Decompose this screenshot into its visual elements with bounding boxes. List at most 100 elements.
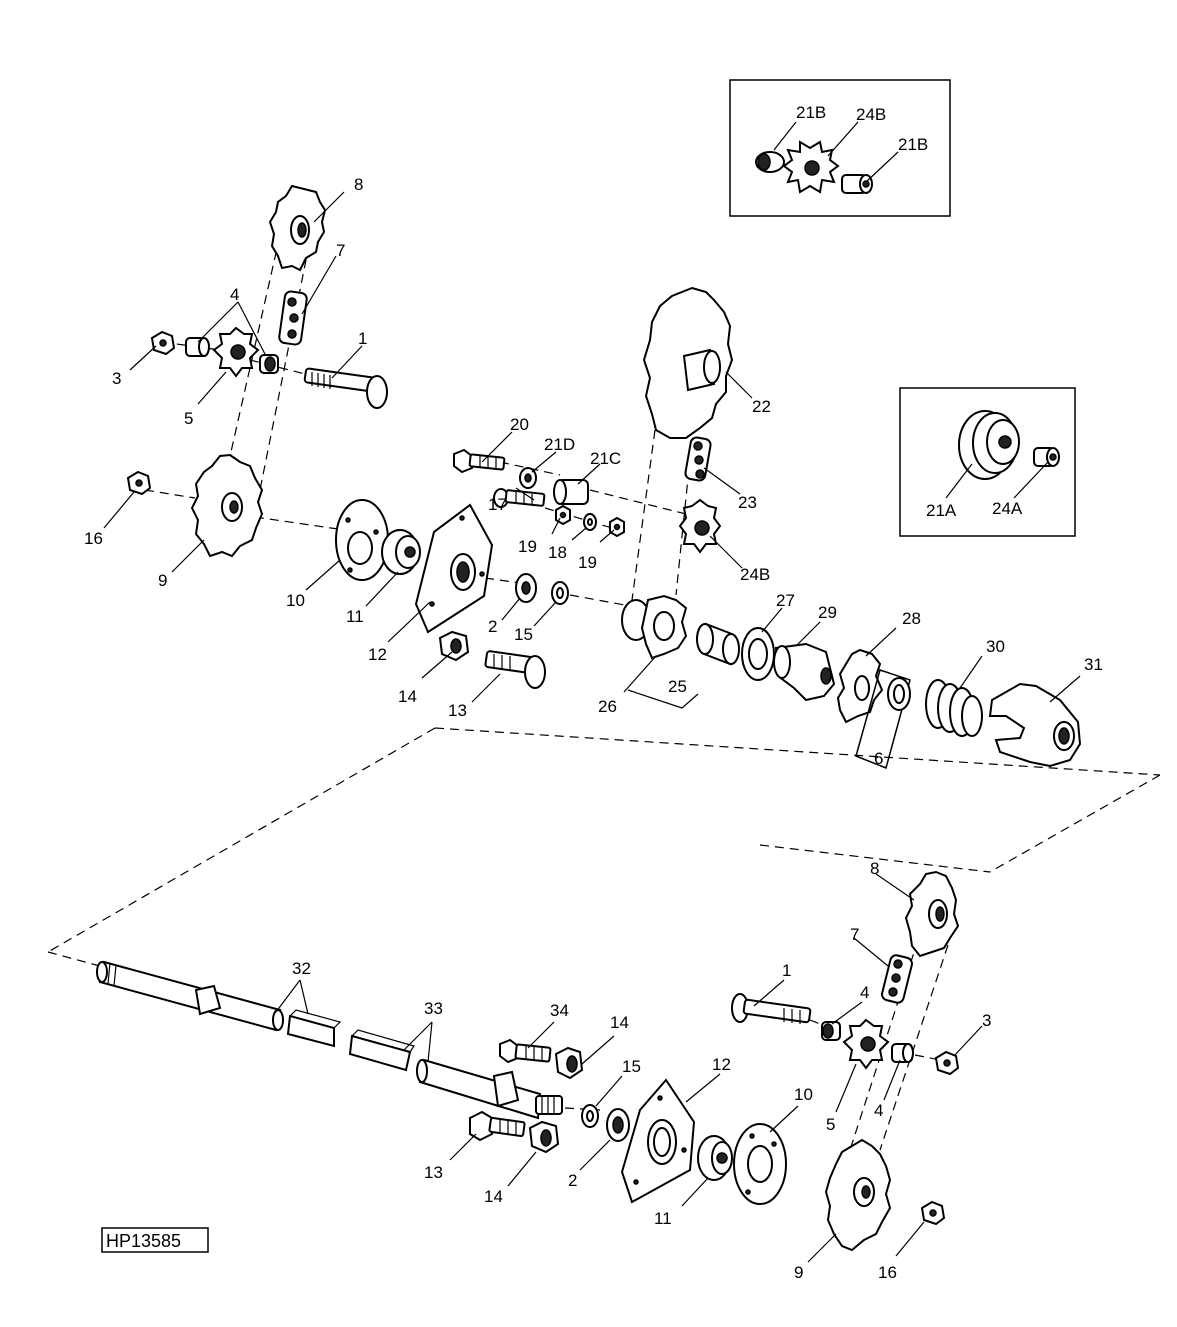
nut-16-upper bbox=[126, 470, 152, 496]
label-9-lower: 9 bbox=[794, 1263, 803, 1282]
label-21c: 21C bbox=[590, 449, 621, 468]
label-13-lower: 13 bbox=[424, 1163, 443, 1182]
label-19-left: 19 bbox=[518, 537, 537, 556]
bushing-21b-right bbox=[841, 174, 873, 194]
label-32: 32 bbox=[292, 959, 311, 978]
idler-pulley-21a bbox=[958, 410, 1020, 480]
label-7-lower: 7 bbox=[850, 925, 859, 944]
label-15-upper: 15 bbox=[514, 625, 533, 644]
label-11-lower: 11 bbox=[654, 1209, 672, 1228]
label-12-lower: 12 bbox=[712, 1055, 731, 1074]
washer-2-upper bbox=[515, 573, 537, 603]
spring-30 bbox=[925, 679, 983, 737]
label-12-upper: 12 bbox=[368, 645, 387, 664]
label-28: 28 bbox=[902, 609, 921, 628]
label-6: 6 bbox=[874, 749, 883, 768]
label-4-lower-bottom: 4 bbox=[874, 1101, 883, 1120]
key-33 bbox=[348, 1029, 415, 1072]
bolt-13-lower bbox=[469, 1110, 526, 1142]
label-21d: 21D bbox=[544, 435, 575, 454]
washer-27 bbox=[741, 627, 775, 681]
label-14-lower-bottom: 14 bbox=[484, 1187, 503, 1206]
chain-link-7-lower bbox=[881, 954, 913, 1004]
bushing-21b-left bbox=[755, 151, 785, 173]
label-30: 30 bbox=[986, 637, 1005, 656]
washer-2-lower bbox=[606, 1108, 630, 1142]
bolt-20 bbox=[453, 448, 506, 474]
nut-14-lower-top bbox=[554, 1046, 584, 1080]
label-3-upper: 3 bbox=[112, 369, 121, 388]
label-21a: 21A bbox=[926, 501, 957, 520]
flange-10-upper bbox=[335, 499, 389, 581]
washer-15-upper bbox=[551, 581, 569, 605]
spacer-21c bbox=[553, 479, 589, 505]
label-2-upper: 2 bbox=[488, 617, 497, 636]
bolt-1-lower bbox=[731, 993, 812, 1024]
label-23: 23 bbox=[738, 493, 757, 512]
label-24a: 24A bbox=[992, 499, 1023, 518]
bolt-1-upper bbox=[303, 367, 388, 409]
bushing-4-lower-left bbox=[821, 1021, 841, 1041]
key-32 bbox=[286, 1009, 342, 1048]
bearing-11-upper bbox=[381, 529, 421, 575]
label-21b-inset-left: 21B bbox=[796, 103, 826, 122]
washer-21d bbox=[519, 467, 537, 489]
bushing-24a bbox=[1033, 447, 1060, 467]
label-8-lower: 8 bbox=[870, 859, 879, 878]
label-11-upper: 11 bbox=[346, 607, 364, 626]
flange-10-lower bbox=[733, 1123, 787, 1205]
label-7-upper: 7 bbox=[336, 241, 345, 260]
shaft-33 bbox=[416, 1058, 563, 1120]
nut-14-upper bbox=[438, 630, 470, 662]
bolt-34 bbox=[499, 1038, 552, 1064]
label-5-upper: 5 bbox=[184, 409, 193, 428]
label-13-upper: 13 bbox=[448, 701, 467, 720]
shaft-32 bbox=[96, 960, 284, 1032]
sprocket-8-upper bbox=[268, 184, 327, 272]
sprocket-9-lower bbox=[824, 1138, 892, 1252]
nut-14-lower-bottom bbox=[528, 1120, 560, 1154]
sprocket-24b bbox=[678, 498, 722, 554]
bolt-13-upper bbox=[484, 650, 546, 689]
label-9-upper: 9 bbox=[158, 571, 167, 590]
sleeve-25 bbox=[696, 622, 740, 666]
label-1-lower: 1 bbox=[782, 961, 791, 980]
washer-18 bbox=[583, 513, 597, 531]
bolt-17 bbox=[493, 488, 546, 508]
label-4-upper: 4 bbox=[230, 285, 239, 304]
label-19-right: 19 bbox=[578, 553, 597, 572]
label-17: 17 bbox=[488, 495, 507, 514]
nut-3-lower bbox=[934, 1050, 960, 1076]
plate-12-upper bbox=[414, 503, 494, 634]
label-33: 33 bbox=[424, 999, 443, 1018]
label-24b-inset: 24B bbox=[856, 105, 886, 124]
label-2-lower: 2 bbox=[568, 1171, 577, 1190]
sprocket-22 bbox=[642, 286, 734, 439]
label-16-upper: 16 bbox=[84, 529, 103, 548]
sprocket-8-lower bbox=[904, 870, 960, 958]
bearing-11-lower bbox=[697, 1135, 733, 1181]
label-3-lower: 3 bbox=[982, 1011, 991, 1030]
label-14-upper: 14 bbox=[398, 687, 417, 706]
reference-id-box: HP13585 bbox=[101, 1227, 209, 1253]
label-22: 22 bbox=[752, 397, 771, 416]
washer-15-lower bbox=[581, 1104, 599, 1128]
sprocket-hub-26 bbox=[621, 594, 688, 660]
bushing-4-lower-right bbox=[891, 1043, 914, 1063]
sprocket-24b-inset bbox=[782, 140, 840, 194]
bushing-4-upper-left bbox=[185, 337, 210, 357]
sprocket-5-upper bbox=[212, 326, 260, 378]
label-24b: 24B bbox=[740, 565, 770, 584]
chain-link-7-upper bbox=[278, 290, 308, 346]
label-34: 34 bbox=[550, 1001, 569, 1020]
label-1-upper: 1 bbox=[358, 329, 367, 348]
bushing-4-upper-right bbox=[259, 354, 279, 374]
label-16-lower: 16 bbox=[878, 1263, 897, 1282]
tensioner-arm-31 bbox=[988, 682, 1082, 768]
inset-box-21a-24a bbox=[899, 387, 1076, 537]
sprocket-9-upper bbox=[190, 453, 264, 558]
label-31: 31 bbox=[1084, 655, 1103, 674]
label-14-lower-top: 14 bbox=[610, 1013, 629, 1032]
label-25: 25 bbox=[668, 677, 687, 696]
